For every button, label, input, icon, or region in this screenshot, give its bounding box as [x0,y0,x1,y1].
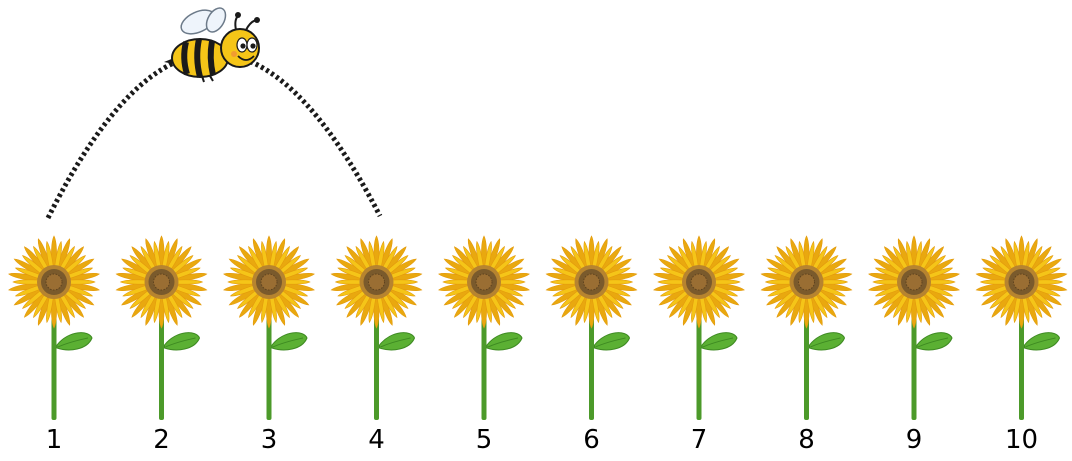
number-label: 4 [368,425,385,455]
sunflower-icon [9,236,100,420]
number-label: 9 [906,425,923,455]
sunflower-icon [331,236,422,420]
sunflower-head [976,236,1067,328]
sunflower-head [439,236,530,328]
sunflower-head [546,236,637,328]
sunflower-icon [869,236,960,420]
sunflower-icon [224,236,315,420]
number-label: 8 [798,425,815,455]
number-label: 6 [583,425,600,455]
sunflower-head [331,236,422,328]
sunflower-head [761,236,852,328]
sunflower-icon [654,236,745,420]
number-label: 3 [261,425,278,455]
sunflower-head [9,236,100,328]
sunflower-icon [761,236,852,420]
number-labels: 1 2 3 4 5 6 7 8 9 10 [46,425,1038,455]
sunflower-icon [116,236,207,420]
sunflower-icon [439,236,530,420]
bee-icon [164,5,260,82]
number-label: 10 [1005,425,1038,455]
sunflower-head [869,236,960,328]
sunflower-head [116,236,207,328]
number-label: 5 [476,425,493,455]
sunflower-head [224,236,315,328]
number-label: 7 [691,425,708,455]
sunflower-head [654,236,745,328]
flower-row [9,236,1067,420]
sunflower-icon [546,236,637,420]
number-label: 1 [46,425,63,455]
sunflower-icon [976,236,1067,420]
jump-arc [48,53,380,218]
number-label: 2 [153,425,170,455]
